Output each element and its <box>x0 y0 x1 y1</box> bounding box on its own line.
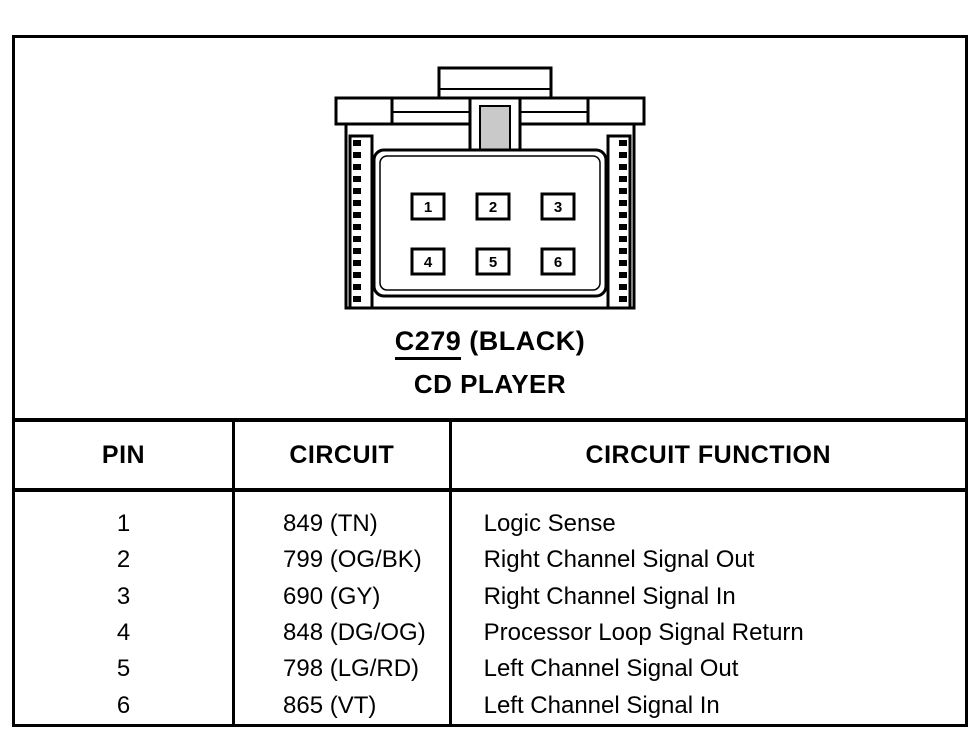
connector-pin-3: 3 <box>540 192 576 221</box>
function-cell: Logic Sense <box>483 510 616 537</box>
circuit-cell: 798 (LG/RD) <box>233 651 452 688</box>
table-row: 3 690 (GY) Right Channel Signal In <box>15 578 965 616</box>
table-row: 5 798 (LG/RD) Left Channel Signal Out <box>15 651 965 688</box>
connector-pin-4: 4 <box>410 247 446 276</box>
connector-right-rail <box>606 134 632 310</box>
connector-left-ear <box>334 96 394 126</box>
table-header-row: PIN CIRCUIT CIRCUIT FUNCTION <box>15 420 965 492</box>
circuit-cell: 799 (OG/BK) <box>233 542 452 579</box>
function-cell: Processor Loop Signal Return <box>483 619 804 647</box>
connector-id: C279 <box>394 326 462 360</box>
column-header-circuit-function: CIRCUIT FUNCTION <box>450 420 965 492</box>
column-header-pin: PIN <box>15 420 235 492</box>
column-header-circuit: CIRCUIT <box>233 420 452 492</box>
connector-body-outline <box>344 124 636 310</box>
svg-text:2: 2 <box>489 199 497 216</box>
svg-text:5: 5 <box>489 254 497 271</box>
table-row: 1 849 (TN) Logic Sense <box>15 490 965 543</box>
connector-pin-6: 6 <box>540 247 576 276</box>
pin-cell: 4 <box>15 615 235 652</box>
connector-pin-5: 5 <box>475 247 511 276</box>
circuit-cell: 849 (TN) <box>233 490 452 543</box>
pin-cell: 5 <box>15 651 235 688</box>
circuit-cell: 690 (GY) <box>233 578 452 616</box>
connector-right-ear <box>586 96 646 126</box>
connector-pin-2: 2 <box>475 192 511 221</box>
svg-text:1: 1 <box>424 199 432 216</box>
connector-color-label: (BLACK) <box>469 326 586 356</box>
connector-top-tab <box>437 66 553 100</box>
pinout-table: PIN CIRCUIT CIRCUIT FUNCTION 1 849 (TN) … <box>15 418 965 724</box>
connector-device-name: CD PLAYER <box>413 369 567 399</box>
connector-caption: C279 (BLACK) <box>394 326 586 360</box>
table-row: 4 848 (DG/OG) Processor Loop Signal Retu… <box>15 615 965 652</box>
circuit-cell: 848 (DG/OG) <box>233 615 452 652</box>
svg-text:6: 6 <box>554 254 562 271</box>
table-row: 6 865 (VT) Left Channel Signal In <box>15 687 965 724</box>
connector-left-rail <box>348 134 374 310</box>
svg-text:3: 3 <box>554 199 562 216</box>
svg-text:4: 4 <box>424 254 433 271</box>
pin-cell: 6 <box>15 687 235 724</box>
connector-pin-1: 1 <box>410 192 446 221</box>
function-cell: Right Channel Signal Out <box>483 546 755 574</box>
pin-cell: 3 <box>15 578 235 616</box>
function-cell: Left Channel Signal Out <box>483 655 739 683</box>
table-row: 2 799 (OG/BK) Right Channel Signal Out <box>15 542 965 579</box>
connector-diagram: 1 2 3 4 5 <box>334 66 646 310</box>
diagram-frame: 1 2 3 4 5 <box>12 35 968 727</box>
pin-cell: 2 <box>15 542 235 579</box>
function-cell: Left Channel Signal In <box>483 691 720 719</box>
connector-section: 1 2 3 4 5 <box>15 38 965 418</box>
connector-shoulder-lines <box>392 111 588 126</box>
function-cell: Right Channel Signal In <box>483 582 736 610</box>
pin-cell: 1 <box>15 490 235 543</box>
circuit-cell: 865 (VT) <box>233 687 452 724</box>
